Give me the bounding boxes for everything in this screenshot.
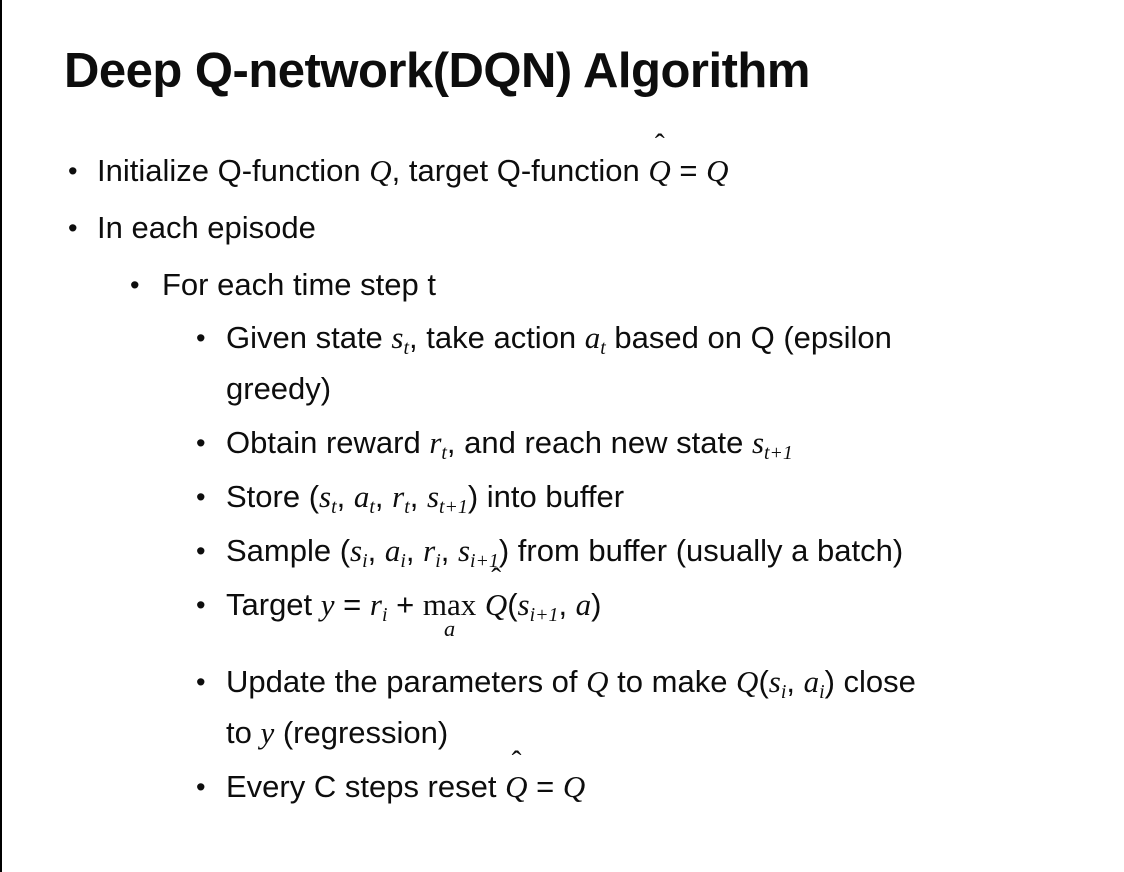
bullet-icon: •: [196, 588, 206, 620]
bullet-text: Store (st, at, rt, st+1) into buffer: [226, 478, 625, 518]
bullet-icon: •: [196, 426, 206, 458]
bullet-text: Initialize Q-function Q, target Q-functi…: [97, 129, 1124, 196]
bullet-icon: •: [196, 666, 206, 698]
bullet-item-level-3: • Store (st, at, rt, st+1) into buffer: [2, 471, 1124, 522]
math-var: r: [423, 532, 436, 568]
bullet-text: Update the parameters of Q to make Q(si,…: [226, 664, 916, 751]
bullet-item-level-3: •Obtain reward rt, and reach new state s…: [2, 417, 1124, 468]
bullet-icon: •: [196, 321, 206, 353]
bullet-text: In each episode: [97, 209, 316, 245]
math-var: r: [369, 586, 382, 622]
math-subscript: t: [441, 441, 447, 464]
math-var: s: [457, 532, 471, 568]
bullet-icon: •: [196, 771, 206, 803]
math-var: s: [768, 664, 781, 700]
math-var: a: [353, 478, 370, 514]
math-var: a: [384, 532, 401, 568]
math-subscript: t: [404, 495, 410, 518]
slide-title: Deep Q-network(DQN) Algorithm: [64, 44, 810, 98]
math-subscript: i: [780, 681, 787, 704]
math-var: a: [584, 319, 601, 355]
math-subscript: i+1: [470, 549, 499, 572]
math-var: Q: [736, 664, 759, 700]
bullet-list: • Initialize Q-function Q, target Q-funct…: [2, 129, 1124, 813]
max-under-var: a: [443, 616, 456, 642]
math-var: s: [350, 532, 363, 568]
math-var: a: [803, 664, 820, 700]
math-var: Q: [586, 664, 609, 700]
math-var: r: [429, 424, 442, 460]
math-var: Q: [562, 769, 586, 805]
math-subscript: t: [600, 336, 606, 359]
math-var: r: [392, 478, 405, 514]
math-subscript: t: [369, 495, 375, 518]
bullet-item-level-1: • Initialize Q-function Q, target Q-funct…: [2, 129, 1124, 196]
math-subscript: i+1: [529, 603, 559, 626]
math-var: Q: [369, 152, 392, 188]
math-subscript: t: [331, 495, 337, 518]
math-var: s: [319, 478, 332, 514]
hat-accent-icon: ˆ: [511, 745, 522, 778]
bullet-text: For each time step t: [162, 266, 436, 302]
bullet-icon: •: [68, 154, 78, 186]
math-subscript: i: [381, 603, 388, 626]
math-var: a: [575, 586, 592, 622]
math-var: s: [391, 319, 404, 355]
math-subscript: i: [362, 549, 368, 572]
bullet-item-level-3: •Given state st, take action at based on…: [2, 312, 1124, 414]
bullet-icon: •: [196, 480, 206, 512]
bullet-item-level-3: • Update the parameters of Q to make Q(si…: [2, 656, 1124, 758]
bullet-icon: •: [68, 211, 78, 243]
math-var: y: [260, 715, 275, 751]
math-var: s: [751, 424, 765, 460]
bullet-text: Given state st, take action at based on …: [226, 319, 892, 406]
math-var: Q: [706, 152, 729, 188]
math-var: s: [426, 478, 440, 514]
math-subscript: t: [403, 336, 410, 359]
bullet-text: Obtain reward rt, and reach new state st…: [226, 424, 793, 464]
bullet-item-level-3: • Sample (si, ai, ri, si+1) from buffer (…: [2, 525, 1124, 576]
bullet-icon: •: [196, 534, 206, 566]
bullet-text: Sample (si, ai, ri, si+1) from buffer (u…: [226, 532, 904, 572]
math-subscript: i: [819, 681, 825, 704]
math-subscript: t+1: [764, 441, 793, 464]
hat-accent-icon: ˆ: [654, 129, 665, 162]
math-subscript: t+1: [439, 495, 468, 518]
bullet-icon: •: [130, 268, 140, 300]
math-var: s: [517, 586, 530, 622]
hat-accent-icon: ˆ: [491, 563, 502, 596]
math-subscript: i: [400, 549, 406, 572]
math-subscript: i: [435, 549, 441, 572]
bullet-item-level-1: • In each episode: [2, 202, 1124, 253]
max-label: max: [422, 586, 477, 622]
math-var: y: [320, 586, 335, 622]
bullet-item-level-2: • For each time step t: [2, 259, 1124, 310]
